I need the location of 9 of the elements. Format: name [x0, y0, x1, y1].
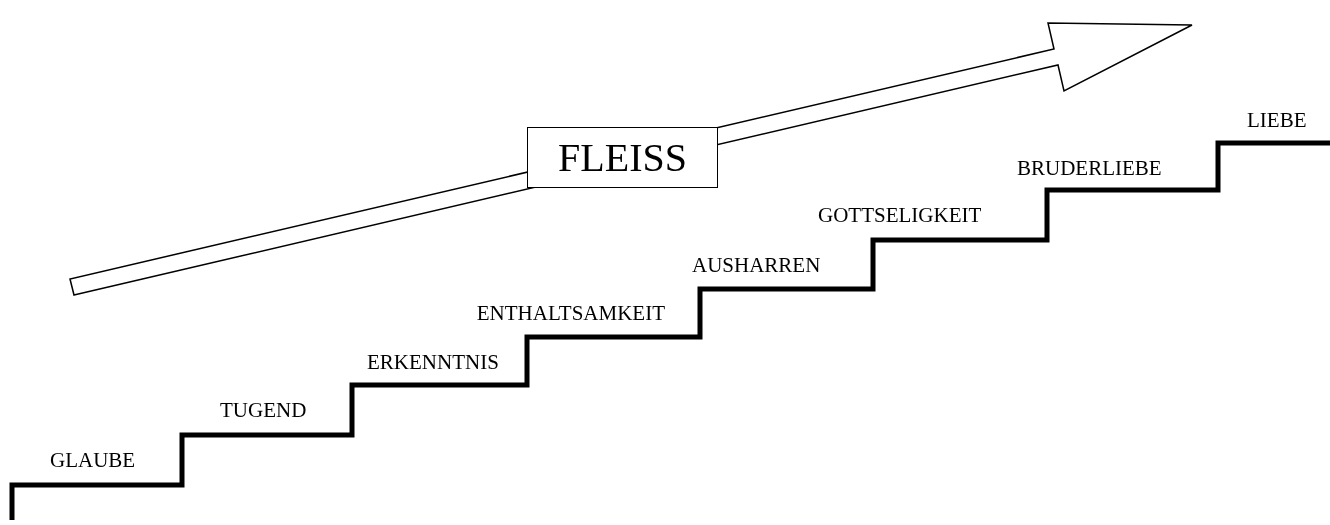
label-box: FLEISS: [527, 127, 718, 188]
step-label: LIEBE: [1247, 110, 1307, 131]
step-label: TUGEND: [220, 400, 307, 421]
step-label: ENTHALTSAMKEIT: [476, 303, 665, 324]
step-label: AUSHARREN: [692, 255, 821, 276]
step-label: GOTTSELIGKEIT: [818, 205, 982, 226]
step-label: ERKENNTNIS: [367, 352, 499, 373]
step-label: BRUDERLIEBE: [1017, 158, 1162, 179]
step-label: GLAUBE: [50, 450, 136, 471]
